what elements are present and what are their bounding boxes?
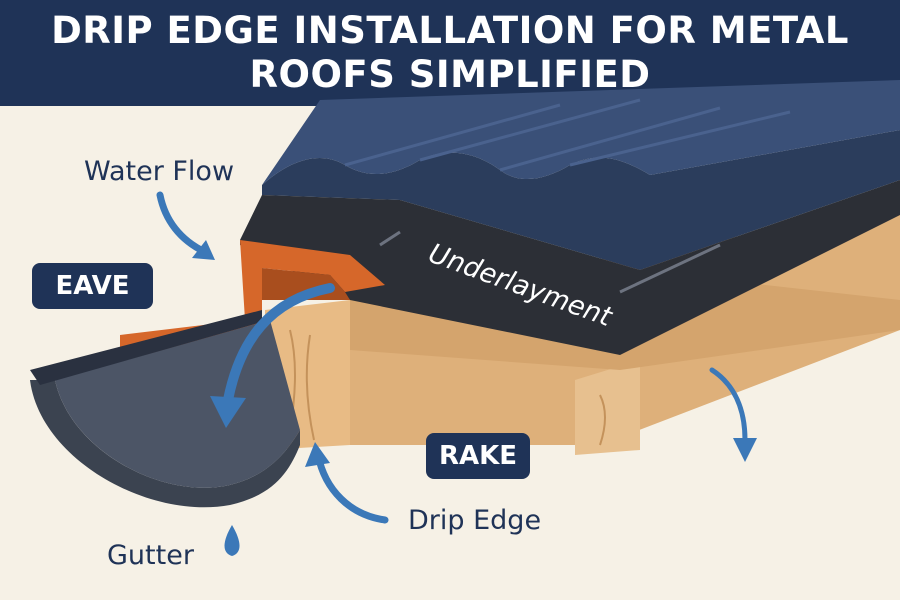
gutter-body [30,380,300,508]
rake-arrow [709,367,748,443]
underlayment-layer [240,180,900,355]
eave-badge: EAVE [32,263,153,309]
gutter-label: Gutter [107,540,194,571]
drip-edge-arrow [314,451,389,524]
water-flow-arrow [156,191,209,256]
water-flow-label: Water Flow [84,156,235,187]
underlayment-highlight [379,230,401,247]
title-banner: DRIP EDGE INSTALLATION FOR METAL ROOFS S… [0,0,900,106]
title-line-1: DRIP EDGE INSTALLATION FOR METAL [51,9,849,52]
metal-roof-ridges [344,98,791,172]
water-down-arrow [223,283,335,405]
drip-edge-arrowhead [305,442,330,467]
drip-edge-label: Drip Edge [408,505,542,536]
rake-badge: RAKE [426,433,530,479]
drip-edge-flashing [120,240,385,358]
rake-arrowhead [733,438,757,462]
underlayment-highlight-2 [619,243,721,294]
rafter-end [575,360,640,455]
gutter-rim [30,310,262,385]
water-drop-icon [224,525,240,556]
water-flow-arrowhead [192,240,215,260]
metal-roof-panel [262,130,900,270]
title-line-2: ROOFS SIMPLIFIED [249,53,651,96]
water-down-arrowhead [210,396,246,428]
